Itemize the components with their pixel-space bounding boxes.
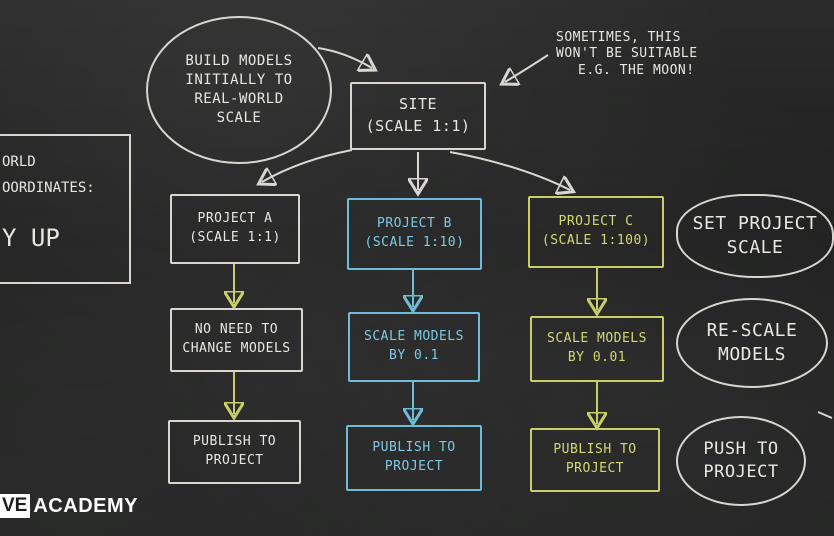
project-a-action-2: CHANGE MODELS — [182, 341, 291, 356]
world-line-2: OORDINATES: — [2, 180, 95, 196]
cloud-line-2: INITIALLY TO — [185, 72, 293, 89]
ve-academy-logo: VE ACADEMY — [0, 494, 138, 518]
project-b-publish-box: PUBLISH TO PROJECT — [346, 425, 482, 491]
project-b-scale: (SCALE 1:10) — [364, 235, 465, 250]
project-c-title: PROJECT C — [558, 214, 634, 230]
project-c-publish-2: PROJECT — [565, 461, 625, 476]
site-box: SITE (SCALE 1:1) — [350, 82, 486, 150]
project-c-scale: (SCALE 1:100) — [541, 233, 651, 248]
cloud-line-4: SCALE — [216, 109, 262, 126]
edge-mark — [817, 411, 833, 419]
project-a-title: PROJECT A — [197, 211, 273, 227]
project-b-action-box: SCALE MODELS BY 0.1 — [348, 312, 480, 382]
push-to-project-label: PUSH TO PROJECT — [676, 416, 806, 506]
project-a-action-1: NO NEED TO — [194, 322, 279, 338]
project-a-publish-box: PUBLISH TO PROJECT — [168, 420, 301, 484]
note-top-right: SOMETIMES, THIS WON'T BE SUITABLE E.G. T… — [556, 30, 698, 79]
world-line-3: Y UP — [2, 224, 60, 252]
arrow-site-to-project-c — [449, 151, 570, 190]
side-label-1-line-2: SCALE — [726, 237, 784, 258]
re-scale-models-label: RE-SCALE MODELS — [676, 298, 828, 388]
arrow-cloud-to-site — [317, 47, 372, 68]
build-models-cloud: BUILD MODELS INITIALLY TO REAL-WORLD SCA… — [146, 16, 332, 164]
set-project-scale-label: SET PROJECT SCALE — [676, 194, 834, 278]
project-a-action-box: NO NEED TO CHANGE MODELS — [170, 308, 303, 372]
project-a-scale: (SCALE 1:1) — [189, 230, 281, 245]
world-line-1: ORLD — [2, 154, 36, 170]
logo-mark: VE — [0, 494, 31, 518]
side-label-2-line-1: RE-SCALE — [706, 319, 798, 341]
side-label-1-line-1: SET PROJECT — [692, 212, 818, 234]
project-b-publish-1: PUBLISH TO — [372, 440, 456, 456]
project-b-title: PROJECT B — [377, 216, 452, 232]
project-b-publish-2: PROJECT — [384, 459, 444, 474]
project-a-publish-2: PROJECT — [205, 453, 264, 468]
cloud-line-1: BUILD MODELS — [185, 53, 293, 70]
project-c-publish-box: PUBLISH TO PROJECT — [530, 428, 660, 492]
arrow-site-to-project-a — [262, 149, 353, 182]
project-b-action-2: BY 0.1 — [389, 348, 439, 363]
project-c-publish-1: PUBLISH TO — [553, 442, 637, 458]
note-line-3: E.G. THE MOON! — [578, 62, 695, 78]
project-c-box: PROJECT C (SCALE 1:100) — [528, 196, 664, 268]
cloud-line-3: REAL-WORLD — [194, 91, 284, 107]
project-a-box: PROJECT A (SCALE 1:1) — [170, 194, 300, 264]
project-a-publish-1: PUBLISH TO — [192, 434, 277, 450]
world-coordinates-box: ORLD OORDINATES: Y UP — [0, 134, 131, 284]
side-label-2-line-2: MODELS — [717, 344, 787, 365]
site-title: SITE — [398, 95, 438, 114]
project-c-action-1: SCALE MODELS — [547, 331, 647, 347]
side-label-3-line-2: PROJECT — [703, 462, 779, 482]
site-scale: (SCALE 1:1) — [365, 117, 471, 135]
side-label-3-line-1: PUSH TO — [703, 439, 779, 460]
project-c-action-2: BY 0.01 — [567, 350, 627, 365]
project-b-box: PROJECT B (SCALE 1:10) — [347, 198, 482, 270]
note-line-1: SOMETIMES, THIS — [556, 30, 681, 45]
note-line-2: WON'T BE SUITABLE — [556, 46, 698, 62]
arrow-note-to-site — [505, 54, 549, 82]
project-b-action-1: SCALE MODELS — [364, 329, 464, 345]
project-c-action-box: SCALE MODELS BY 0.01 — [530, 316, 664, 382]
logo-text: ACADEMY — [33, 494, 138, 517]
